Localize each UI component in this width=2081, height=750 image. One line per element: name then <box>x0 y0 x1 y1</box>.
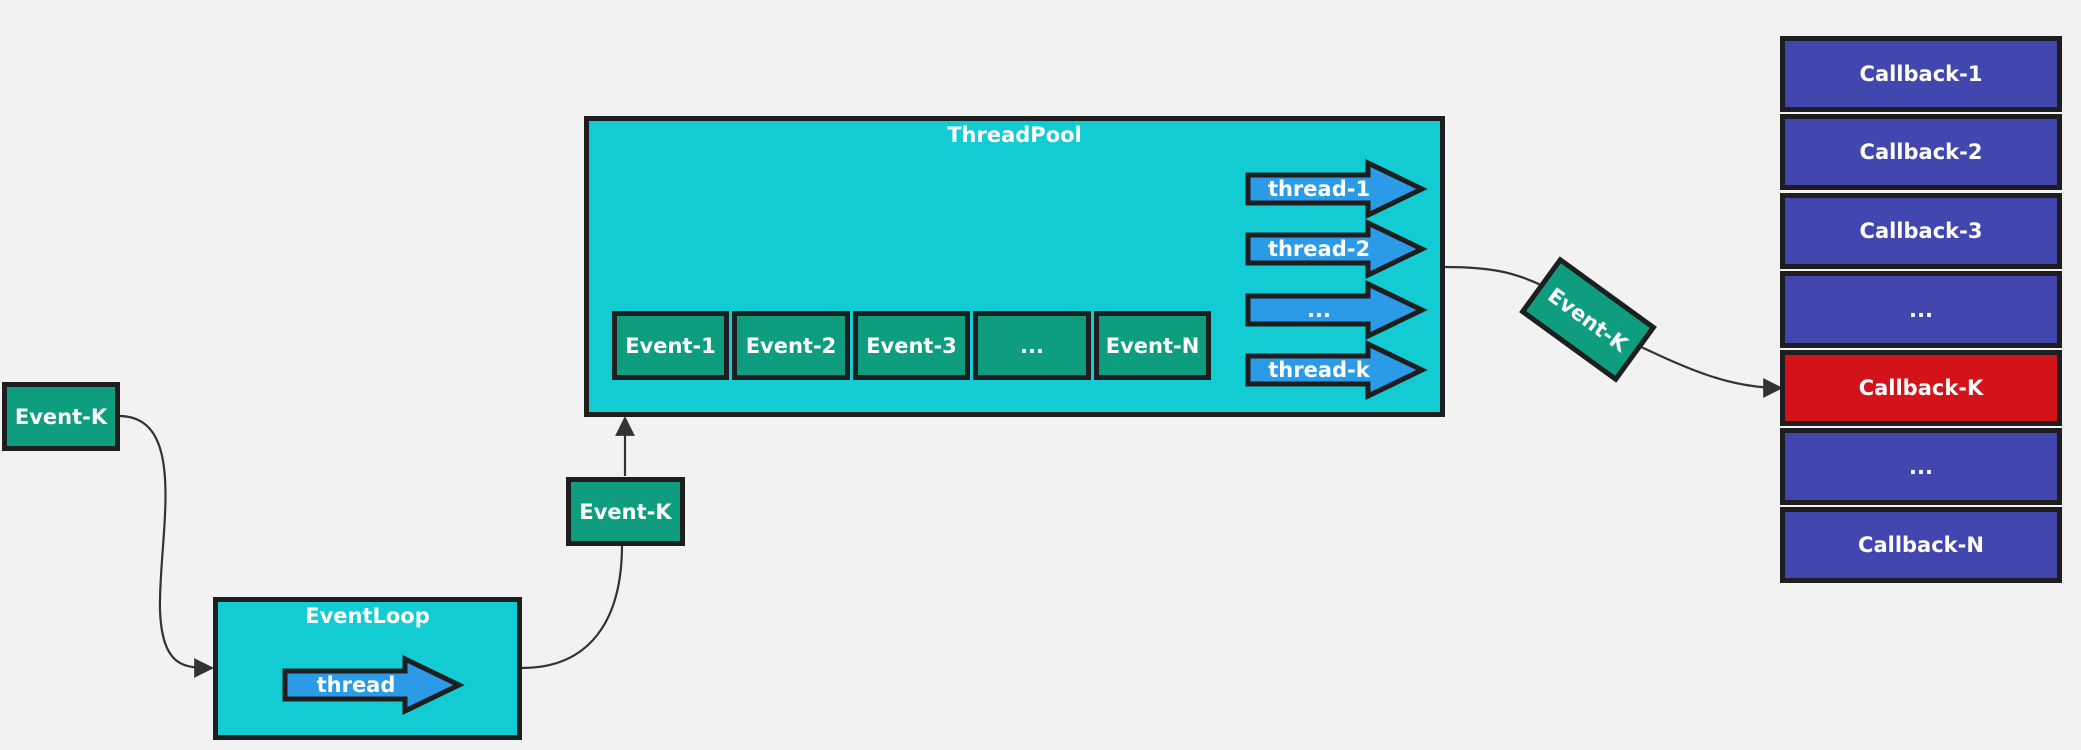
queue-event-label: Event-1 <box>625 333 716 358</box>
callback-n: Callback-N <box>1780 507 2062 583</box>
callback-3: Callback-3 <box>1780 193 2062 269</box>
pool-thread-arrow-2: thread-2 <box>1245 219 1428 279</box>
callback-ellipsis-1: ... <box>1780 271 2062 348</box>
thread-pool-title: ThreadPool <box>947 123 1082 147</box>
pool-thread-arrow-k: thread-k <box>1245 340 1428 400</box>
callback-k-active: Callback-K <box>1780 350 2062 426</box>
pool-thread-arrow-1: thread-1 <box>1245 159 1428 219</box>
queue-event-3: Event-3 <box>853 311 970 380</box>
dispatched-event-label: Event-K <box>579 499 672 524</box>
callback-2: Callback-2 <box>1780 114 2062 190</box>
connector-threadpool-to-event <box>1444 265 1546 288</box>
callback-label: Callback-3 <box>1859 219 1983 243</box>
callback-label: Callback-N <box>1858 533 1984 557</box>
connector-event-to-eventloop <box>118 414 214 678</box>
pool-thread-label: thread-1 <box>1267 177 1371 201</box>
queue-event-1: Event-1 <box>612 311 729 380</box>
pool-thread-arrow-ellipsis: ... <box>1245 280 1428 340</box>
queue-event-label: Event-N <box>1105 333 1200 358</box>
event-loop-thread-label: thread <box>316 673 396 697</box>
callback-label: ... <box>1909 454 1933 479</box>
incoming-event-label: Event-K <box>14 404 108 429</box>
callback-1: Callback-1 <box>1780 36 2062 112</box>
pool-thread-label: thread-2 <box>1267 237 1371 261</box>
connector-eventloop-to-event <box>521 544 624 670</box>
callback-label: Callback-1 <box>1859 62 1983 86</box>
callback-label: Callback-2 <box>1859 140 1983 164</box>
connector-event-to-callback <box>1636 344 1783 398</box>
queue-event-ellipsis: ... <box>973 311 1091 380</box>
callback-label: Callback-K <box>1858 376 1984 400</box>
callback-label: ... <box>1909 297 1933 322</box>
callback-ellipsis-2: ... <box>1780 428 2062 505</box>
queue-event-label: Event-2 <box>745 333 837 358</box>
incoming-event-node: Event-K <box>2 382 120 451</box>
pool-thread-label: thread-k <box>1268 358 1370 382</box>
queue-event-2: Event-2 <box>732 311 850 380</box>
queue-event-n: Event-N <box>1094 311 1211 380</box>
event-loop-thread-arrow: thread <box>282 655 465 715</box>
event-loop-title: EventLoop <box>305 604 430 628</box>
pool-thread-label: ... <box>1307 298 1331 322</box>
dispatched-event-node: Event-K <box>566 477 685 546</box>
queue-event-label: Event-3 <box>866 333 957 358</box>
queue-event-label: ... <box>1020 333 1044 358</box>
